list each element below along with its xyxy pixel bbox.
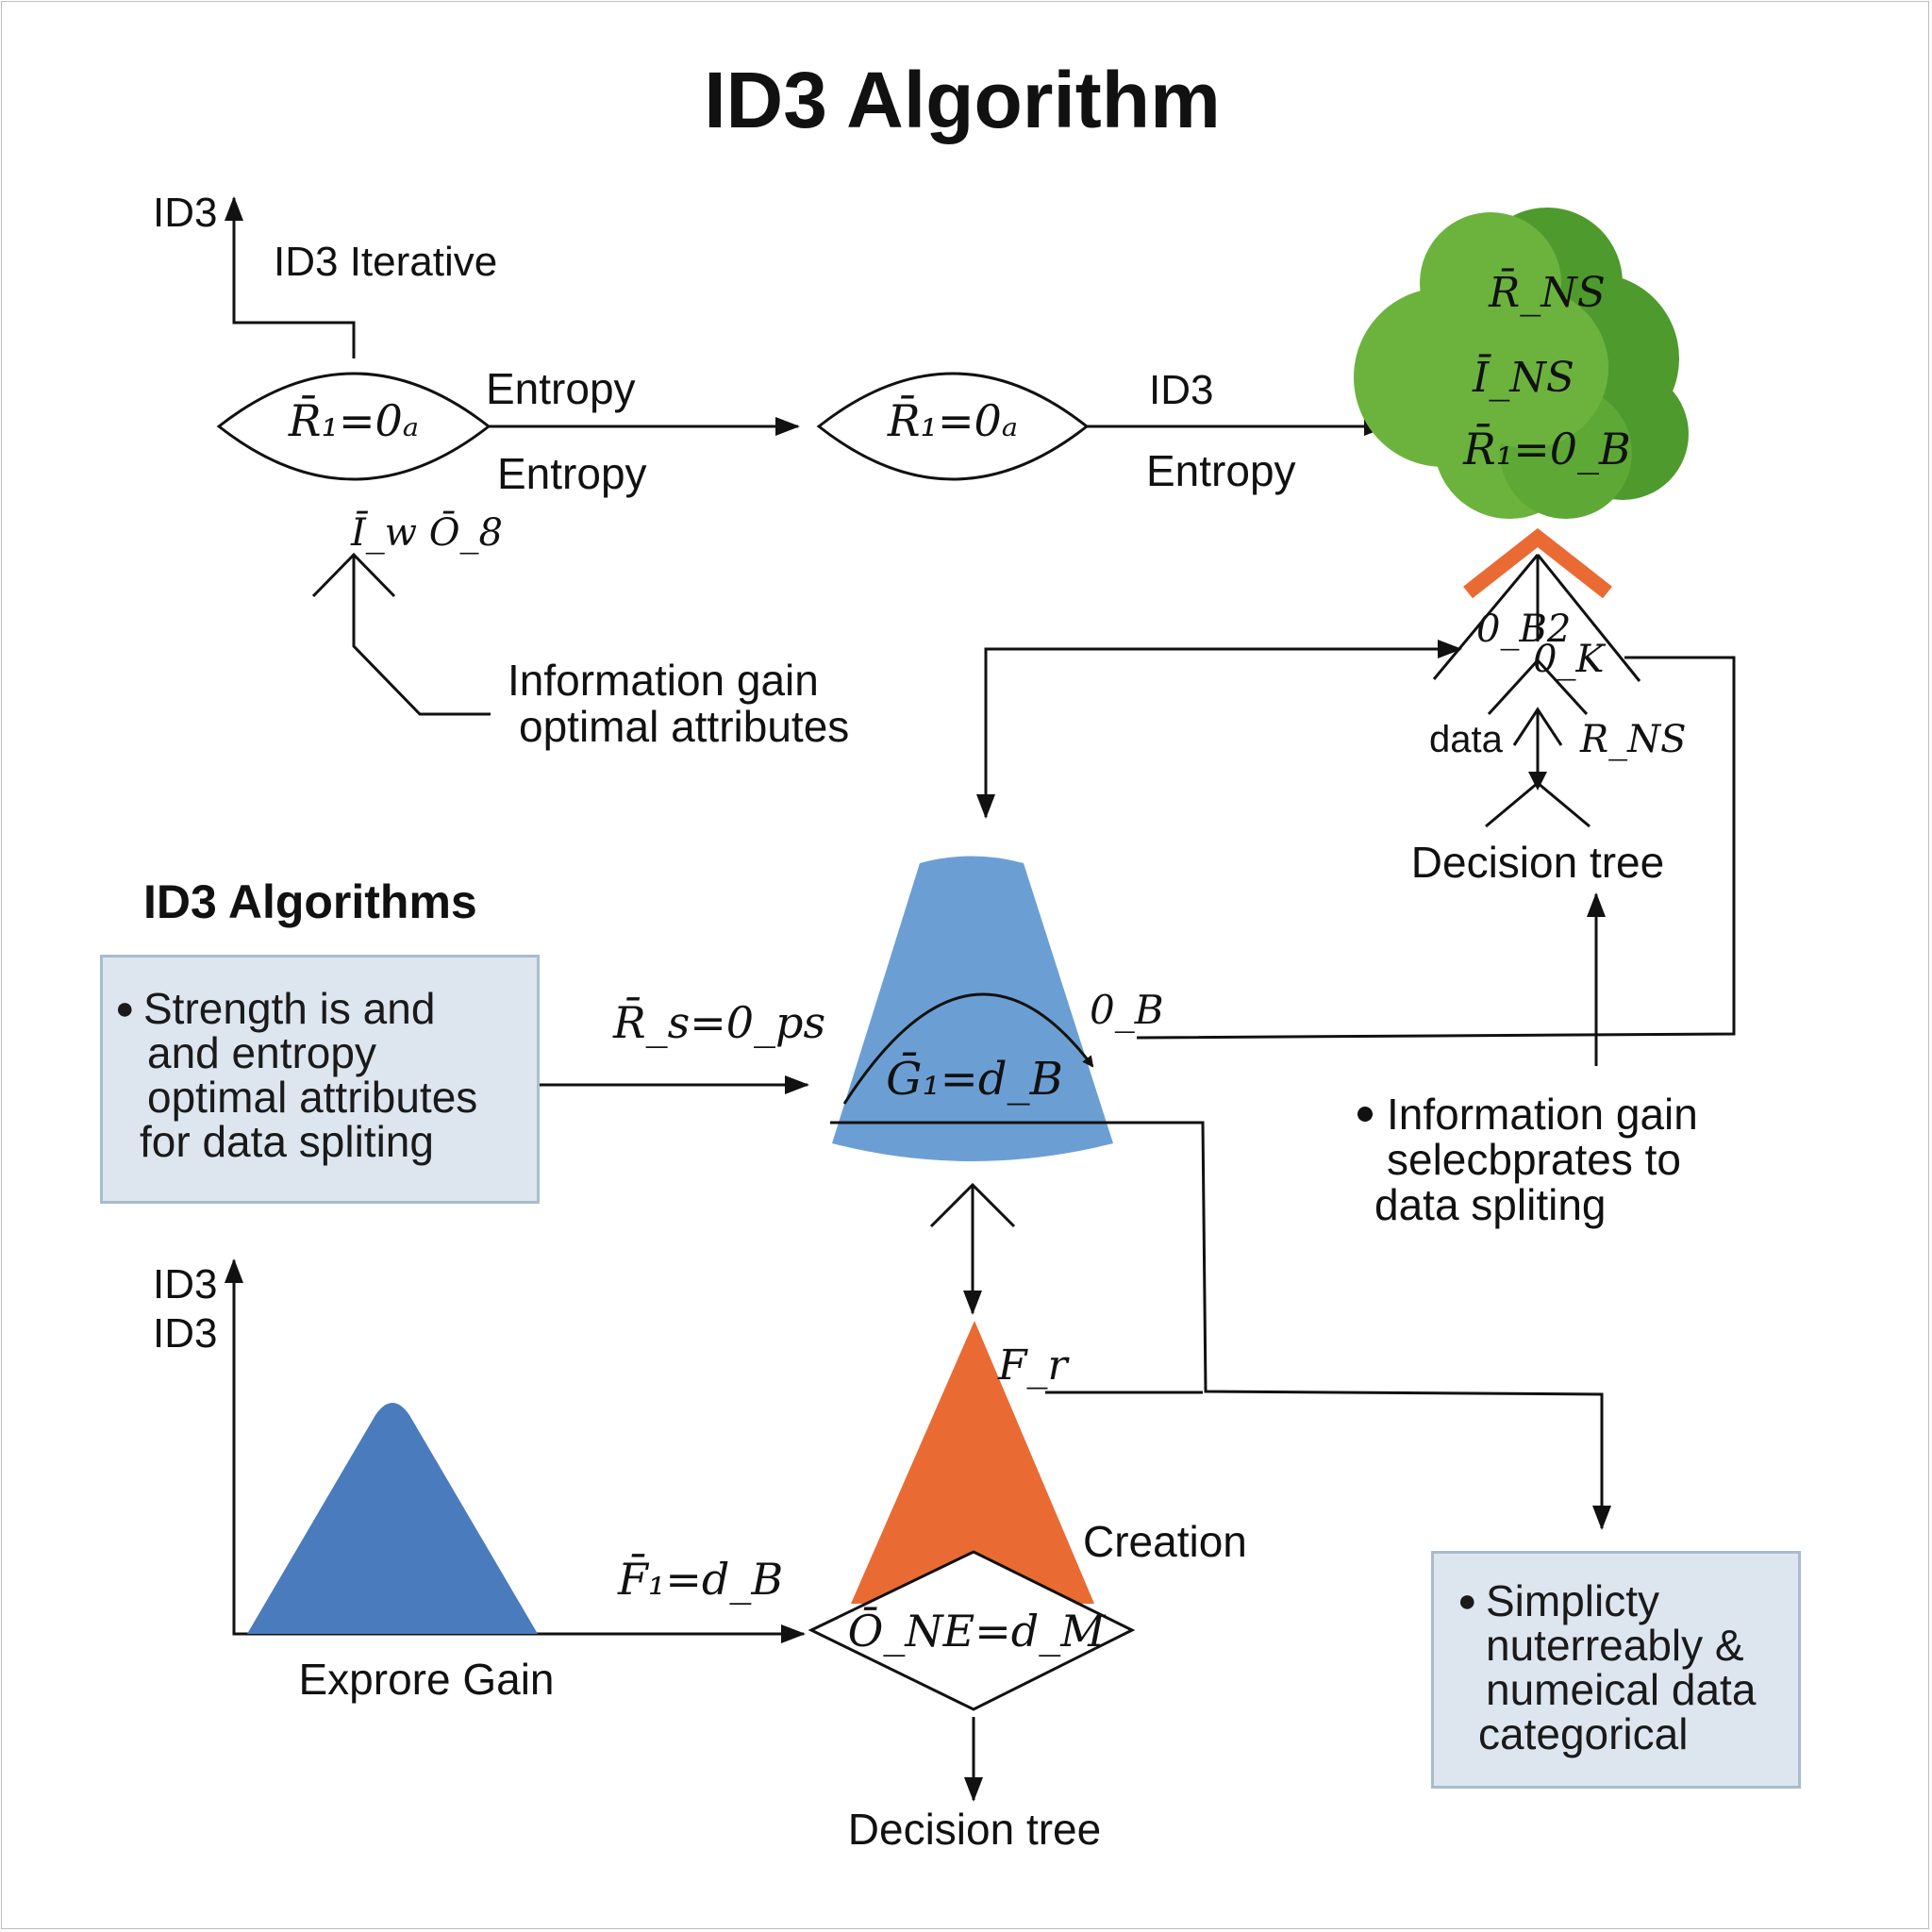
bottom-axis bbox=[232, 1274, 792, 1636]
top-axis-label: ID3 bbox=[153, 190, 217, 236]
cone-arc bbox=[842, 992, 1094, 1105]
orange-chevron bbox=[1463, 527, 1612, 599]
cone-right-label: 0_B bbox=[1090, 987, 1164, 1033]
simplicity-line-4: categorical bbox=[1478, 1709, 1689, 1758]
bottom-decision-node bbox=[808, 1550, 1136, 1711]
tree-leaf-left: data bbox=[1429, 719, 1504, 760]
entropy-label-bottom: Entropy bbox=[497, 449, 647, 498]
decision-node-2-eq: R̄₁=0ₐ bbox=[887, 394, 1018, 446]
tree-node-2: 0_K bbox=[1533, 638, 1606, 681]
creation-label: Creation bbox=[1083, 1517, 1247, 1566]
right-bullet-line1: Information gain bbox=[1387, 1090, 1698, 1139]
tree-arrowhead bbox=[1528, 772, 1547, 791]
info-gain-arrowhead bbox=[311, 552, 396, 598]
blue-cone bbox=[832, 856, 1113, 1161]
bottom-decision-eq: Ō_NE=d_M bbox=[848, 1606, 1108, 1657]
tree-node-1: 0_B2 bbox=[1476, 608, 1571, 651]
iterative-label: ID3 Iterative bbox=[274, 239, 497, 285]
strength-panel bbox=[100, 955, 540, 1204]
panel-line-2: and entropy bbox=[147, 1028, 376, 1077]
page-title: ID3 Algorithm bbox=[704, 56, 1221, 144]
panel-line-4: for data spliting bbox=[140, 1117, 434, 1166]
orange-triangle bbox=[851, 1321, 1094, 1604]
simplicity-line-2: nuterreably & bbox=[1486, 1621, 1744, 1670]
id3-label-top: ID3 bbox=[1149, 367, 1213, 413]
blue-triangle bbox=[247, 1403, 538, 1634]
decision-node-1-eq: R̄₁=0ₐ bbox=[288, 394, 419, 446]
panel-line-1: Strength is and bbox=[143, 984, 436, 1033]
top-axis-line bbox=[225, 196, 356, 358]
tree-to-cone-connector bbox=[976, 647, 1457, 819]
panel-arrow-eq: R̄_s=0_ps bbox=[612, 996, 825, 1048]
simplicity-line-3: numeical data bbox=[1486, 1665, 1757, 1714]
cloud-line1: R̄_NS bbox=[1488, 267, 1606, 317]
bottom-axis-label2: ID3 bbox=[153, 1310, 217, 1357]
simplicity-panel bbox=[1431, 1551, 1801, 1789]
entropy-label-top: Entropy bbox=[486, 364, 636, 413]
decision-node-1-inputs: Ī_w Ō_8 bbox=[350, 511, 503, 555]
entropy-label-right: Entropy bbox=[1146, 446, 1296, 495]
right-tree bbox=[1432, 554, 1641, 828]
right-bullet-dot bbox=[1357, 1107, 1373, 1122]
tree-cloud-icon bbox=[1354, 208, 1689, 519]
cone-to-tree-loop bbox=[1136, 656, 1736, 1040]
bottom-arrow-eq: F̄₁=d_B bbox=[617, 1553, 783, 1605]
simplicity-line-1: Simplicty bbox=[1486, 1576, 1660, 1625]
bullet-icon: ● bbox=[1457, 1583, 1477, 1619]
simplicity-panel-text: ● Simplicty nuterreably & numeical data … bbox=[1457, 1576, 1757, 1757]
orange-triangle-label: F_r bbox=[997, 1341, 1071, 1390]
panel-line-3: optimal attributes bbox=[147, 1073, 478, 1122]
cone-eq: Ḡ₁=d_B bbox=[886, 1051, 1063, 1106]
strength-panel-text: ● Strength is and and entropy optimal at… bbox=[115, 984, 478, 1166]
cloud-line3: R̄₁=0_B bbox=[1462, 423, 1631, 475]
right-bullet-line2: selecbprates to bbox=[1387, 1135, 1681, 1184]
decision-tree-label-bottom: Decision tree bbox=[848, 1805, 1101, 1854]
info-gain-line1: Information gain bbox=[508, 656, 819, 705]
bullet-icon: ● bbox=[115, 991, 135, 1026]
info-gain-line2: optimal attributes bbox=[519, 702, 849, 751]
decision-tree-label-right: Decision tree bbox=[1411, 838, 1664, 887]
right-bullet-line3: data spliting bbox=[1374, 1180, 1607, 1229]
info-gain-connector bbox=[352, 557, 491, 716]
section-heading: ID3 Algorithms bbox=[143, 875, 477, 928]
tree-leaf-right: R_NS bbox=[1579, 718, 1687, 761]
cloud-line2: Ī_NS bbox=[1472, 353, 1574, 402]
cone-base-line bbox=[830, 1121, 1611, 1530]
blue-triangle-label: Exprore Gain bbox=[298, 1655, 554, 1704]
bottom-axis-label1: ID3 bbox=[153, 1261, 217, 1307]
cone-up-arrowhead bbox=[929, 1182, 1016, 1228]
